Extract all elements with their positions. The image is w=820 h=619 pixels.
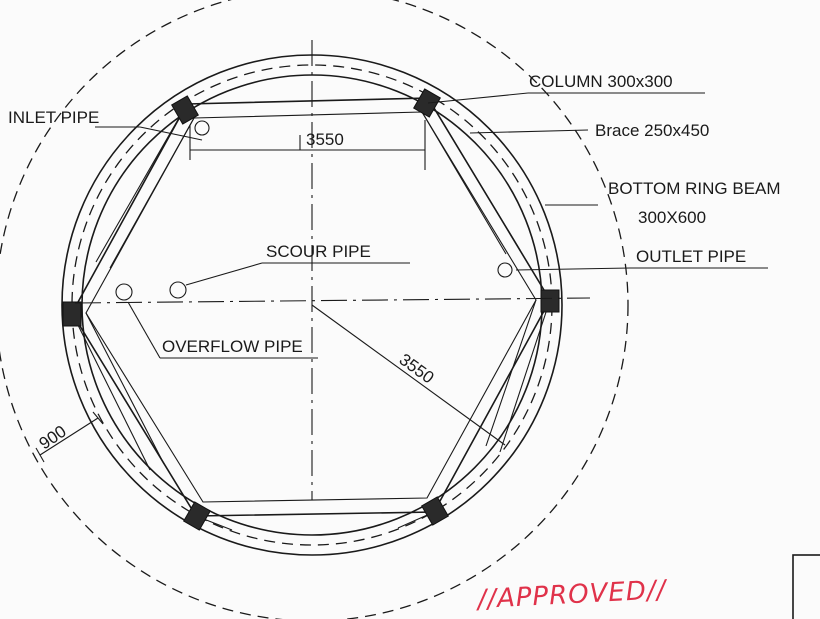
- inlet-pipe-symbol: [194, 120, 210, 136]
- approved-stamp: //APPROVED//: [475, 575, 669, 615]
- scour-pipe-symbol: [169, 281, 187, 299]
- label-scour-pipe: SCOUR PIPE: [266, 242, 371, 261]
- label-column: COLUMN 300x300: [529, 72, 673, 91]
- columns: [62, 88, 560, 531]
- outlet-pipe-symbol: [497, 262, 513, 278]
- label-brace: Brace 250x450: [595, 121, 709, 140]
- label-inlet-pipe: INLET PIPE: [8, 108, 99, 127]
- outer-dashed-circle: [0, 0, 629, 619]
- label-outlet-pipe: OUTLET PIPE: [636, 247, 746, 266]
- leaders: [95, 92, 768, 359]
- overflow-pipe-symbol: [115, 283, 133, 301]
- title-block-corner: [792, 554, 820, 619]
- label-bottom-ring-beam-size: 300X600: [638, 208, 706, 227]
- dimension-value-radius: 3550: [396, 350, 438, 388]
- hexagon-beam-outer: [71, 97, 551, 517]
- centreline-horizontal: [74, 297, 591, 304]
- dimension-radius-line: [311, 304, 506, 446]
- dimension-value-offset: 900: [36, 422, 70, 454]
- label-bottom-ring-beam: BOTTOM RING BEAM: [608, 179, 781, 198]
- label-overflow-pipe: OVERFLOW PIPE: [162, 337, 303, 356]
- dimension-column-spacing: [189, 120, 426, 170]
- braces: [71, 97, 551, 531]
- dimension-offset: [35, 411, 104, 463]
- dimension-value-spacing: 3550: [306, 130, 344, 149]
